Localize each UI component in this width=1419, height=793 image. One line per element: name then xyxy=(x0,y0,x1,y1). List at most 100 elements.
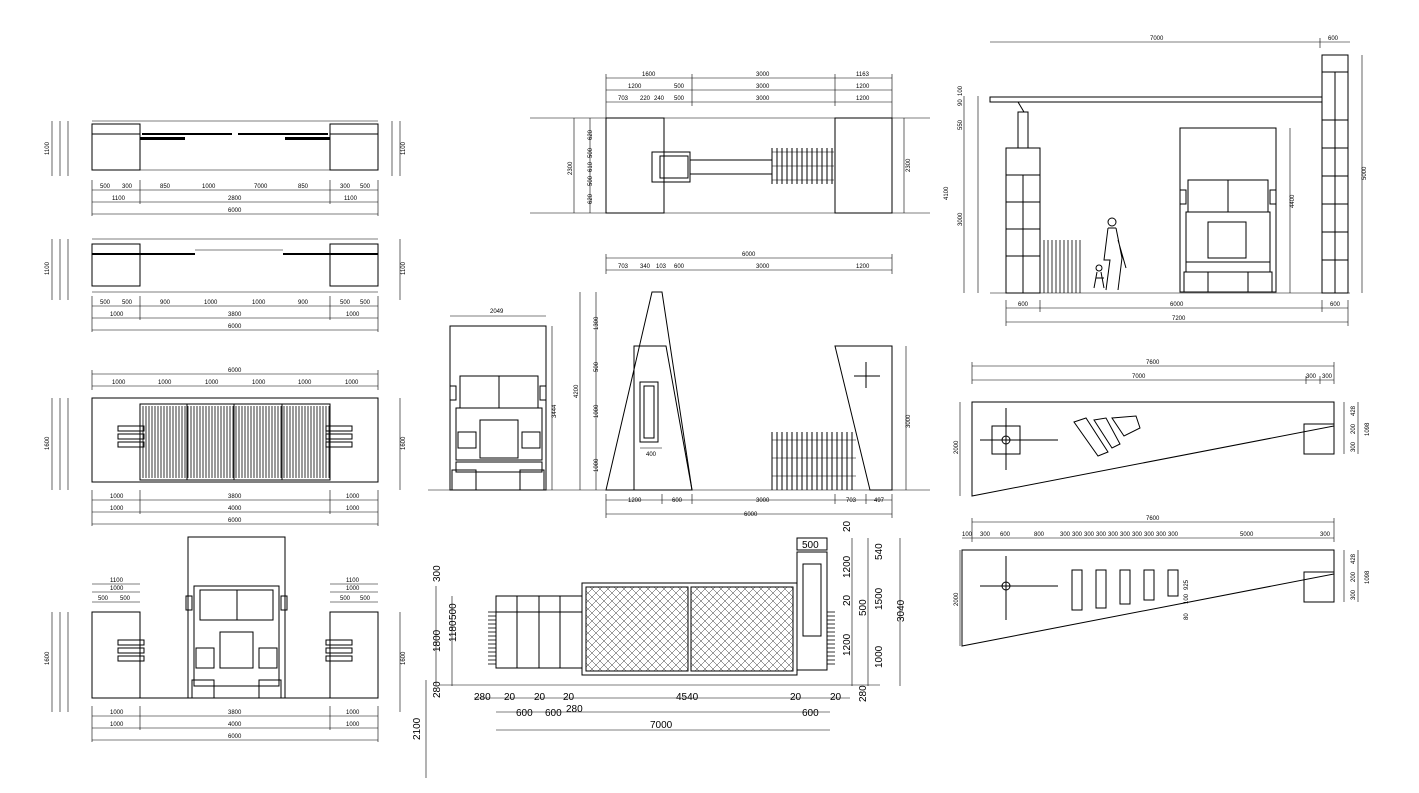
plan3-row2-1: 1000 xyxy=(110,506,124,512)
main-right-7: 1200 xyxy=(842,633,853,656)
side-b-1: 600 xyxy=(1018,302,1029,308)
hatch-line xyxy=(585,586,603,604)
plan5-right-1: 428 xyxy=(1351,405,1357,416)
plan4-right-1: 1100 xyxy=(346,578,360,584)
side-right-2: 5000 xyxy=(1362,166,1368,180)
truck-width: 2049 xyxy=(490,309,504,315)
elev2-row-6: 1200 xyxy=(856,264,870,270)
hatch-line xyxy=(742,620,794,672)
plan2-bottom-3: 1000 xyxy=(346,312,360,318)
hatch-line xyxy=(774,586,794,606)
hatch-line xyxy=(734,612,794,672)
plan5-right-2: 200 xyxy=(1351,423,1357,434)
main-b-6: 20 xyxy=(790,692,802,703)
main-top: 500 xyxy=(802,540,819,551)
plan-2: 1100 1100 500 500 900 1000 1000 900 500 … xyxy=(45,238,407,332)
plan6-row-8: 300 xyxy=(1096,532,1107,538)
plan3-top-2: 1000 xyxy=(158,380,172,386)
plan5-left: 2000 xyxy=(954,440,960,454)
main-left-2: 500 xyxy=(448,603,459,620)
hatch-line xyxy=(613,596,689,672)
plan4-left-3: 500 xyxy=(98,596,109,602)
plan-5: 7600 7000 300 300 2000 428 200 300 1098 xyxy=(954,360,1371,497)
elev1-left-4: 500 xyxy=(588,175,594,186)
main-b2-4: 600 xyxy=(802,708,819,719)
elev1-r3-2: 220 xyxy=(640,96,651,102)
hatch-line xyxy=(690,630,732,672)
hatch-line xyxy=(629,586,689,646)
plan3-row1-2: 3800 xyxy=(228,494,242,500)
hatch-line xyxy=(677,660,689,672)
side-top-2: 600 xyxy=(1328,36,1339,42)
side-right-1: 4400 xyxy=(1290,194,1296,208)
elev2-b1-1: 1200 xyxy=(628,498,642,504)
elev1-r2-4: 1200 xyxy=(856,84,870,90)
hatch-line xyxy=(585,638,619,672)
main-elevation: 500 300 1800 500 1180 280 2100 20 1200 2… xyxy=(412,520,907,778)
plan1-dim-8: 500 xyxy=(360,184,371,190)
hatch-line xyxy=(690,646,716,672)
plan3-row2-3: 1000 xyxy=(346,506,360,512)
plan-6: 7600 100 300 600 800 300 300 300 300 300… xyxy=(954,516,1371,647)
main-height: 2100 xyxy=(412,717,423,740)
hatch-line xyxy=(621,586,689,654)
hatch-line xyxy=(690,586,700,596)
plan6-row-1: 100 xyxy=(962,532,973,538)
hatch-line xyxy=(750,628,794,672)
hatch-line xyxy=(585,630,627,672)
main-right-2: 1200 xyxy=(842,555,853,578)
elev2-left-4: 1000 xyxy=(594,458,600,472)
hatch-line xyxy=(782,660,794,672)
hatch-line xyxy=(690,586,756,652)
plan2-side-right: 1100 xyxy=(401,261,407,275)
side-top-1: 7000 xyxy=(1150,36,1164,42)
hatch-line xyxy=(585,598,659,672)
hatch-line xyxy=(742,586,794,638)
hatch-line xyxy=(637,586,689,638)
hatch-line xyxy=(690,586,716,612)
hatch-line xyxy=(690,614,748,672)
main-b-3: 20 xyxy=(534,692,546,703)
plan6-row-7: 300 xyxy=(1084,532,1095,538)
plan3-side-left: 1600 xyxy=(45,436,51,450)
plan2-dim-2: 500 xyxy=(122,300,133,306)
hatch-line xyxy=(690,654,708,672)
hatch-line xyxy=(585,654,603,672)
elev1-right: 2300 xyxy=(906,158,912,172)
person-icon xyxy=(1093,217,1127,291)
plan1-bottom-3: 1100 xyxy=(344,196,358,202)
hatch-line xyxy=(645,628,689,672)
plan6-row-9: 300 xyxy=(1108,532,1119,538)
side-left-3: 550 xyxy=(958,119,964,130)
plan1-dim-2: 300 xyxy=(122,184,133,190)
elev1-r3-5: 3000 xyxy=(756,96,770,102)
elev1-r3-6: 1200 xyxy=(856,96,870,102)
plan6-row-6: 300 xyxy=(1072,532,1083,538)
plan4-left-4: 500 xyxy=(120,596,131,602)
plan5-row-1: 7000 xyxy=(1132,374,1146,380)
main-left-1: 1800 xyxy=(432,629,443,652)
hatch-line xyxy=(585,586,635,636)
plan1-dim-7: 300 xyxy=(340,184,351,190)
hatch-line xyxy=(585,586,595,596)
main-right-3: 20 xyxy=(842,594,853,606)
elev1-left-2: 500 xyxy=(588,147,594,158)
elev2-left-total: 4200 xyxy=(574,384,580,398)
plan4-total: 6000 xyxy=(228,734,242,740)
elev2-row-5: 3000 xyxy=(756,264,770,270)
plan1-bottom-1: 1100 xyxy=(112,196,126,202)
main-right-5: 1500 xyxy=(874,587,885,610)
plan2-dim-1: 500 xyxy=(100,300,111,306)
hatch-line xyxy=(718,586,794,662)
hatch-line xyxy=(690,586,748,644)
hatch-line xyxy=(690,586,708,604)
side-left-1: 100 xyxy=(958,85,964,96)
plan2-total: 6000 xyxy=(228,324,242,330)
plan4-side-right: 1600 xyxy=(401,651,407,665)
plan3-top-6: 1000 xyxy=(345,380,359,386)
plan6-left: 2000 xyxy=(954,592,960,606)
elev2-row-3: 103 xyxy=(656,264,667,270)
plan1-dim-4: 1000 xyxy=(202,184,216,190)
elev1-r2-1: 1200 xyxy=(628,84,642,90)
hatch-line xyxy=(750,586,794,630)
